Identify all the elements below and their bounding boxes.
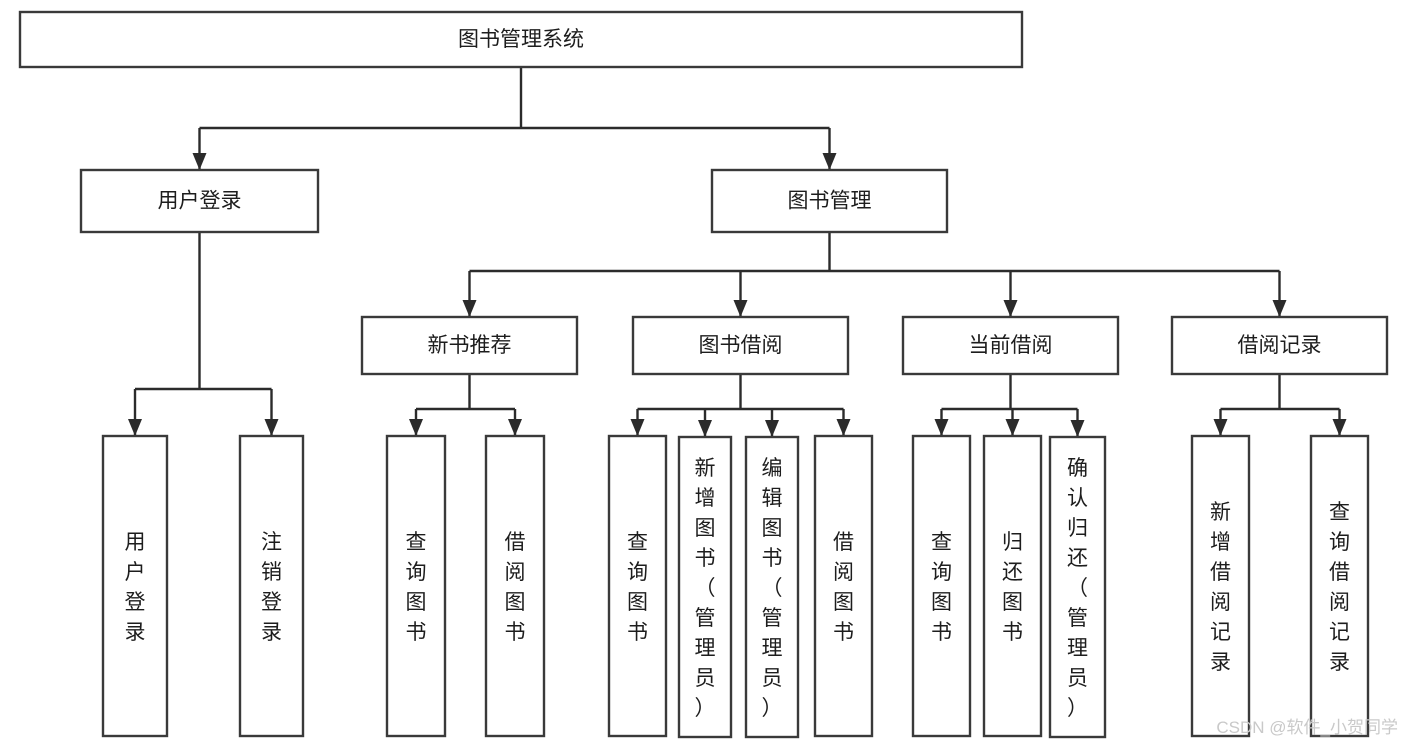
node-leaf-edit-book-admin[interactable]: 编辑图书（管理员） xyxy=(744,435,800,739)
node-leaf-query-borrow-record[interactable]: 查询借阅记录 xyxy=(1309,434,1370,738)
node-box-leaf-user-login[interactable] xyxy=(101,434,169,738)
node-label-current-borrow: 当前借阅 xyxy=(969,334,1053,357)
node-leaf-add-book-admin[interactable]: 新增图书（管理员） xyxy=(677,435,733,739)
borrow-records-arrow-0 xyxy=(1213,419,1228,436)
node-leaf-return-book[interactable]: 归还图书 xyxy=(982,434,1043,738)
node-box-leaf-add-borrow-record[interactable] xyxy=(1190,434,1251,738)
root-arrow-0 xyxy=(192,153,207,170)
new-book-recommend-arrow-1 xyxy=(508,419,522,436)
current-borrow-arrow-0 xyxy=(934,419,949,436)
book-borrow-arrow-3 xyxy=(836,419,851,436)
node-leaf-add-borrow-record[interactable]: 新增借阅记录 xyxy=(1190,434,1251,738)
node-label-book-management: 图书管理 xyxy=(788,190,872,213)
node-book-management[interactable]: 图书管理 xyxy=(710,168,949,234)
node-label-book-borrow: 图书借阅 xyxy=(699,334,783,357)
node-label-new-book-recommend: 新书推荐 xyxy=(428,334,512,357)
node-label-leaf-user-login: 用户登录 xyxy=(125,531,146,644)
user-login-arrow-0 xyxy=(128,419,142,436)
node-label-leaf-edit-book-admin: 编辑图书（管理员） xyxy=(762,457,783,720)
node-box-leaf-edit-book-admin[interactable] xyxy=(744,435,800,739)
node-box-leaf-return-book[interactable] xyxy=(982,434,1043,738)
node-box-root[interactable] xyxy=(18,10,1024,69)
node-root[interactable]: 图书管理系统 xyxy=(18,10,1024,69)
node-label-leaf-logout: 注销登录 xyxy=(261,531,282,644)
node-box-new-book-recommend[interactable] xyxy=(360,315,579,376)
node-box-leaf-query-book-bb[interactable] xyxy=(607,434,668,738)
node-box-leaf-query-book-nbr[interactable] xyxy=(385,434,447,738)
node-leaf-borrow-book-bb[interactable]: 借阅图书 xyxy=(813,434,874,738)
node-box-user-login[interactable] xyxy=(79,168,320,234)
root-arrow-1 xyxy=(822,153,837,170)
node-box-leaf-add-book-admin[interactable] xyxy=(677,435,733,739)
book-borrow-arrow-1 xyxy=(698,420,712,437)
node-leaf-user-login[interactable]: 用户登录 xyxy=(101,434,169,738)
node-box-borrow-records[interactable] xyxy=(1170,315,1389,376)
node-label-leaf-query-book-nbr: 查询图书 xyxy=(406,531,427,644)
node-book-borrow[interactable]: 图书借阅 xyxy=(631,315,850,376)
node-leaf-borrow-book-nbr[interactable]: 借阅图书 xyxy=(484,434,546,738)
current-borrow-arrow-1 xyxy=(1005,419,1020,436)
book-management-arrow-1 xyxy=(733,300,748,317)
borrow-records-arrow-1 xyxy=(1332,419,1347,436)
node-leaf-query-book-cb[interactable]: 查询图书 xyxy=(911,434,972,738)
node-label-leaf-query-book-cb: 查询图书 xyxy=(931,531,952,644)
node-label-borrow-records: 借阅记录 xyxy=(1238,334,1322,357)
node-current-borrow[interactable]: 当前借阅 xyxy=(901,315,1120,376)
book-borrow-arrow-2 xyxy=(765,420,779,437)
node-box-current-borrow[interactable] xyxy=(901,315,1120,376)
book-management-arrow-0 xyxy=(462,300,477,317)
node-box-leaf-logout[interactable] xyxy=(238,434,305,738)
node-label-leaf-borrow-book-bb: 借阅图书 xyxy=(833,531,854,644)
node-borrow-records[interactable]: 借阅记录 xyxy=(1170,315,1389,376)
node-leaf-query-book-bb[interactable]: 查询图书 xyxy=(607,434,668,738)
user-login-arrow-1 xyxy=(264,419,279,436)
book-borrow-arrow-0 xyxy=(630,419,645,436)
node-box-leaf-borrow-book-bb[interactable] xyxy=(813,434,874,738)
node-leaf-confirm-return-admin[interactable]: 确认归还（管理员） xyxy=(1048,435,1107,739)
node-leaf-query-book-nbr[interactable]: 查询图书 xyxy=(385,434,447,738)
node-box-leaf-borrow-book-nbr[interactable] xyxy=(484,434,546,738)
node-label-leaf-query-borrow-record: 查询借阅记录 xyxy=(1329,501,1350,674)
node-label-user-login: 用户登录 xyxy=(158,190,242,213)
node-label-leaf-add-book-admin: 新增图书（管理员） xyxy=(695,457,716,720)
node-label-leaf-return-book: 归还图书 xyxy=(1002,531,1023,644)
node-new-book-recommend[interactable]: 新书推荐 xyxy=(360,315,579,376)
book-management-arrow-2 xyxy=(1003,300,1018,317)
node-leaf-logout[interactable]: 注销登录 xyxy=(238,434,305,738)
node-label-leaf-add-borrow-record: 新增借阅记录 xyxy=(1210,501,1231,674)
node-box-leaf-query-book-cb[interactable] xyxy=(911,434,972,738)
node-label-leaf-borrow-book-nbr: 借阅图书 xyxy=(505,531,526,644)
node-label-leaf-confirm-return-admin: 确认归还（管理员） xyxy=(1067,457,1088,720)
node-box-book-borrow[interactable] xyxy=(631,315,850,376)
node-box-leaf-confirm-return-admin[interactable] xyxy=(1048,435,1107,739)
node-label-leaf-query-book-bb: 查询图书 xyxy=(627,531,648,644)
node-user-login[interactable]: 用户登录 xyxy=(79,168,320,234)
current-borrow-arrow-2 xyxy=(1070,420,1085,437)
node-label-root: 图书管理系统 xyxy=(458,28,584,51)
node-box-book-management[interactable] xyxy=(710,168,949,234)
book-management-arrow-3 xyxy=(1272,300,1287,317)
node-box-leaf-query-borrow-record[interactable] xyxy=(1309,434,1370,738)
new-book-recommend-arrow-0 xyxy=(409,419,423,436)
